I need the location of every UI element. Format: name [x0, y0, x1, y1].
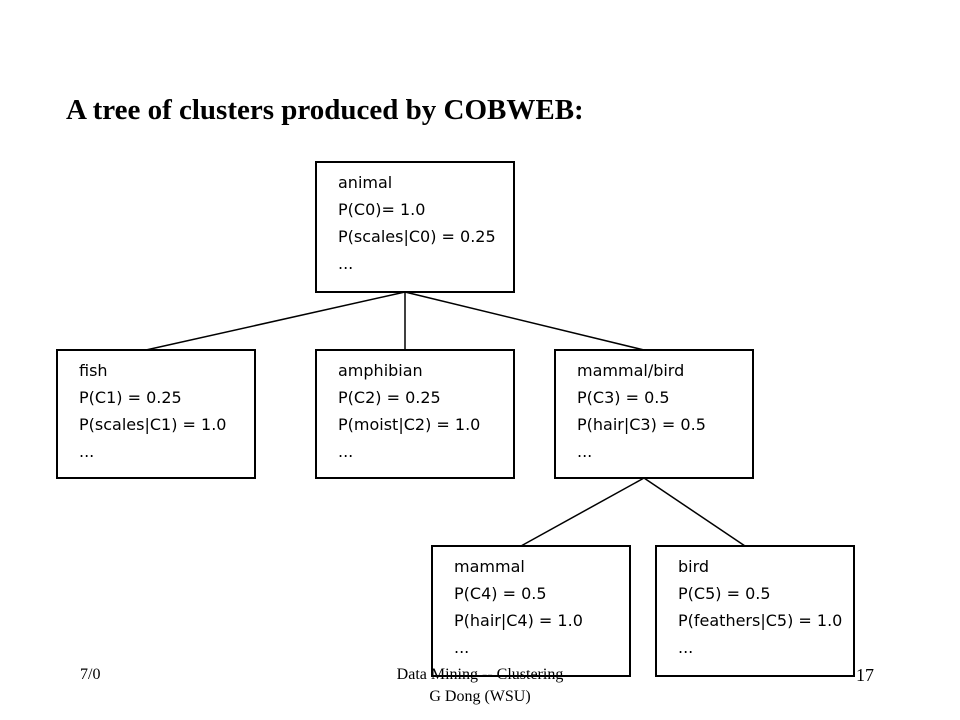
slide-title: A tree of clusters produced by COBWEB: [66, 94, 584, 126]
footer-source: Data Mining -- Clustering G Dong (WSU) [330, 664, 630, 708]
cluster-attribute: P(C4) = 0.5 [454, 584, 547, 603]
cluster-attribute: P(scales|C1) = 1.0 [79, 415, 226, 434]
cluster-attribute: P(hair|C3) = 0.5 [577, 415, 706, 434]
cluster-attribute: ... [79, 442, 94, 461]
cluster-box [315, 349, 515, 479]
cluster-label: fish [79, 361, 108, 380]
page-number: 17 [856, 665, 874, 685]
cluster-attribute: ... [678, 638, 693, 657]
cluster-label: animal [338, 173, 392, 192]
cluster-attribute: P(C2) = 0.25 [338, 388, 441, 407]
cluster-label: mammal/bird [577, 361, 684, 380]
cluster-attribute: P(hair|C4) = 1.0 [454, 611, 583, 630]
cluster-attribute: ... [454, 638, 469, 657]
cluster-attribute: P(C3) = 0.5 [577, 388, 670, 407]
cluster-box [655, 545, 855, 677]
edge-mammal-bird-to-bird [643, 477, 746, 547]
cluster-attribute: P(moist|C2) = 1.0 [338, 415, 480, 434]
cluster-attribute: P(scales|C0) = 0.25 [338, 227, 496, 246]
cluster-attribute: ... [338, 254, 353, 273]
edge-animal-to-mammal-bird [404, 291, 645, 351]
footer-date: 7/0 [80, 666, 101, 683]
cluster-box [56, 349, 256, 479]
cluster-attribute: ... [338, 442, 353, 461]
edge-animal-to-fish [145, 291, 406, 351]
cluster-label: bird [678, 557, 709, 576]
footer-source-line1: Data Mining -- Clustering [396, 666, 564, 683]
cluster-box [431, 545, 631, 677]
cluster-attribute: P(C5) = 0.5 [678, 584, 771, 603]
footer-source-line2: G Dong (WSU) [429, 688, 531, 705]
cluster-attribute: P(C0)= 1.0 [338, 200, 425, 219]
cluster-label: amphibian [338, 361, 423, 380]
edge-mammal-bird-to-mammal [520, 477, 645, 547]
cluster-attribute: ... [577, 442, 592, 461]
cluster-attribute: P(C1) = 0.25 [79, 388, 182, 407]
cluster-attribute: P(feathers|C5) = 1.0 [678, 611, 842, 630]
cluster-box [554, 349, 754, 479]
cluster-box [315, 161, 515, 293]
cluster-label: mammal [454, 557, 525, 576]
